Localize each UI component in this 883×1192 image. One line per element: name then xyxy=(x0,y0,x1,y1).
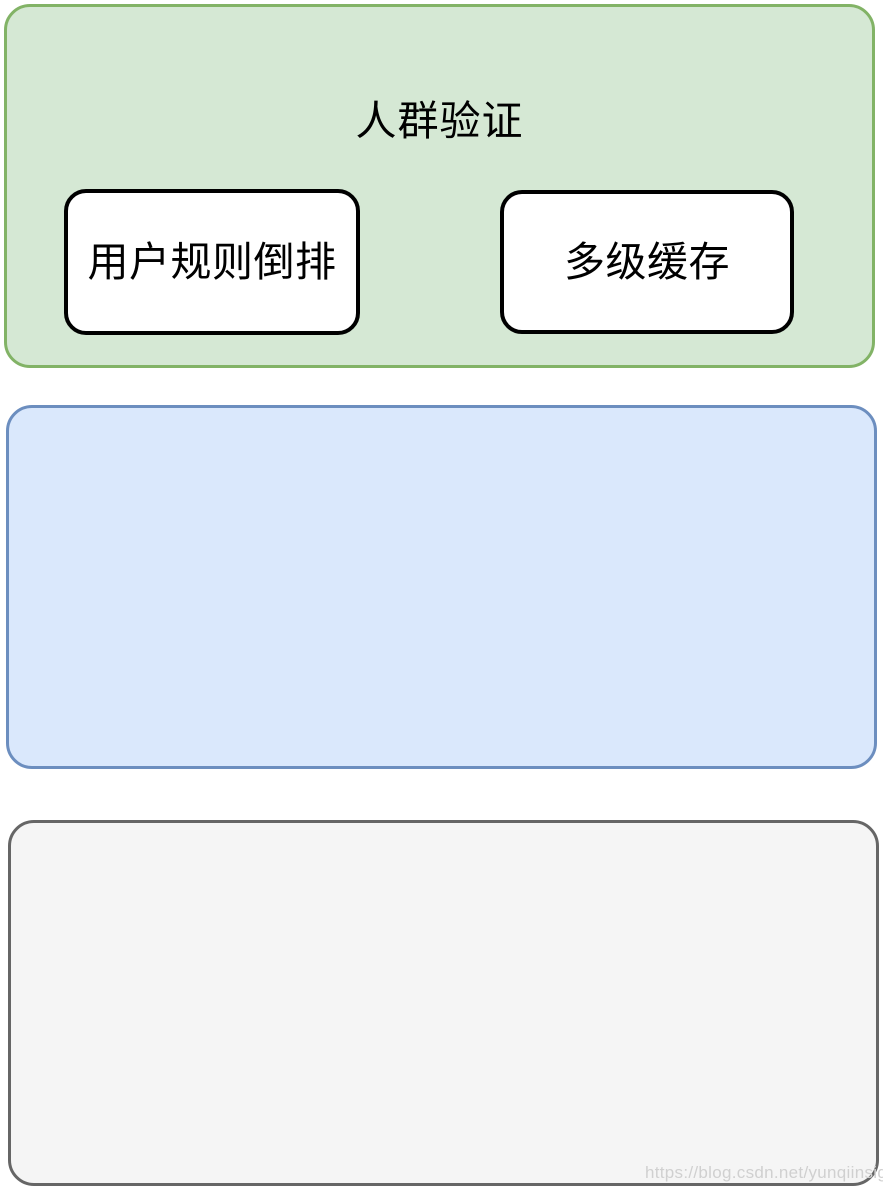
watermark-text: https://blog.csdn.net/yunqiinsight xyxy=(645,1163,883,1182)
group-crowd-validation: 人群验证 用户规则倒排 多级缓存 xyxy=(4,4,875,368)
node-user-rule-inverted-index[interactable]: 用户规则倒排 xyxy=(64,189,360,335)
group-user-selection: 用户圈选 离线 SQL查询 在线 流计算 xyxy=(6,405,877,1147)
group-rule-generation: 规则生成 规则选择 规则生成引擎 xyxy=(8,820,879,1186)
group-title-crowd-validation: 人群验证 xyxy=(355,98,524,144)
node-multilevel-cache[interactable]: 多级缓存 xyxy=(500,190,794,334)
